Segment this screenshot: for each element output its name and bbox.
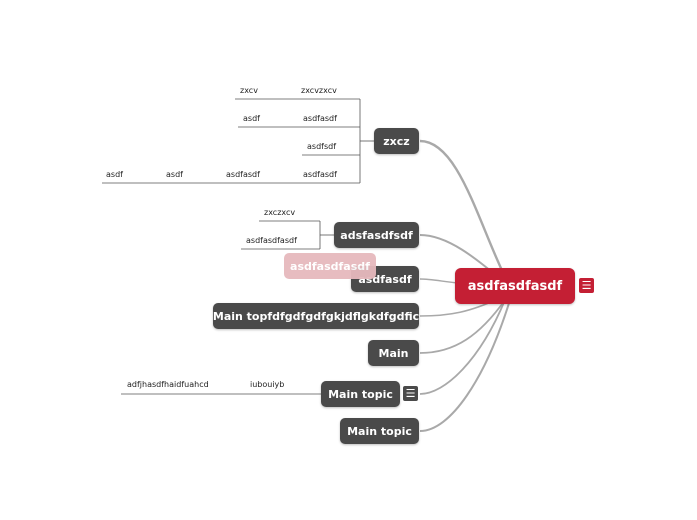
- topic-main-long[interactable]: Main topfdfgdfgdfgkjdflgkdfgdfic: [213, 303, 419, 329]
- main-topic-menu-icon[interactable]: ☰: [403, 386, 418, 401]
- central-topic[interactable]: asdfasdfasdf: [455, 268, 575, 304]
- central-topic-menu-icon[interactable]: ☰: [579, 278, 594, 293]
- connector-main-topic-1: [419, 299, 506, 395]
- topic-label: Main: [378, 346, 409, 360]
- leaf-asdf[interactable]: asdf: [243, 114, 260, 123]
- dragging-topic-ghost[interactable]: asdfasdfasdf: [284, 253, 376, 279]
- topic-main-topic-2[interactable]: Main topic: [340, 418, 419, 444]
- leaf-adfjhasdfhaidfuahcd[interactable]: adfjhasdfhaidfuahcd: [127, 380, 209, 389]
- topic-label: zxcz: [383, 134, 410, 148]
- leaf-asdfsdf[interactable]: asdfsdf: [307, 142, 337, 151]
- central-topic-label: asdfasdfasdf: [467, 278, 563, 294]
- leaf-iubouiyb[interactable]: iubouiyb: [250, 380, 285, 389]
- leaf-asdf[interactable]: asdf: [106, 170, 123, 179]
- leaf-asdf[interactable]: asdf: [166, 170, 183, 179]
- topic-main-topic-1[interactable]: Main topic: [321, 381, 400, 407]
- leaf-asdfasdf[interactable]: asdfasdf: [226, 170, 260, 179]
- connector-main: [419, 299, 506, 354]
- topic-label: Main topic: [347, 424, 412, 438]
- connector-zxcz: [419, 139, 512, 288]
- connector-asdfasdf: [419, 278, 459, 284]
- topic-label: Main topfdfgdfgdfgkjdflgkdfgdfic: [212, 309, 420, 323]
- leaf-zxczxcv[interactable]: zxczxcv: [264, 208, 296, 217]
- leaf-asdfasdf[interactable]: asdfasdf: [303, 114, 337, 123]
- leaf-asdfasdfasdf[interactable]: asdfasdfasdf: [246, 236, 297, 245]
- topic-main[interactable]: Main: [368, 340, 419, 366]
- leaf-zxcvzxcv[interactable]: zxcvzxcv: [301, 86, 337, 95]
- leaf-asdfasdf[interactable]: asdfasdf: [303, 170, 337, 179]
- topic-label: adsfasdfsdf: [340, 228, 413, 242]
- topic-zxcz[interactable]: zxcz: [374, 128, 419, 154]
- ghost-label: asdfasdfasdf: [290, 259, 370, 273]
- leaf-zxcv[interactable]: zxcv: [240, 86, 258, 95]
- connector-main-topic-2: [419, 299, 511, 432]
- topic-adsfasdfsdf[interactable]: adsfasdfsdf: [334, 222, 419, 248]
- topic-label: Main topic: [328, 387, 393, 401]
